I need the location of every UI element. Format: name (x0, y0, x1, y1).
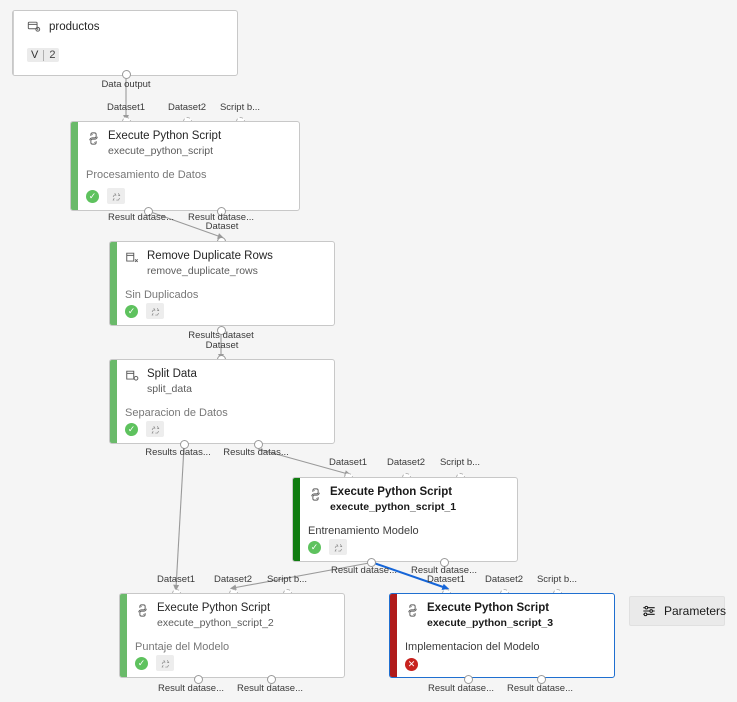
port-eps3-out-result2[interactable] (536, 674, 546, 684)
node-comment: Entrenamiento Modelo (308, 524, 419, 537)
dataset-node-accent (13, 11, 17, 75)
node-accent-bar (71, 122, 78, 210)
module-node-execute-python-script-2[interactable]: Execute Python Script execute_python_scr… (119, 593, 345, 678)
port-label-eps2-out-result1: Result datase... (157, 683, 225, 694)
node-subtitle: remove_duplicate_rows (147, 264, 258, 277)
port-label-eps2-dataset1: Dataset1 (156, 574, 196, 585)
recycle-icon (156, 655, 174, 671)
node-title: Split Data (147, 368, 197, 380)
module-node-split-data[interactable]: Split Data split_data Separacion de Dato… (109, 359, 335, 444)
status-error-icon: ✕ (405, 658, 418, 671)
port-label-eps3-scriptbundle: Script b... (536, 574, 578, 585)
node-comment: Procesamiento de Datos (86, 168, 207, 181)
port-label-eps-out-result2: Result datase... (187, 212, 255, 223)
edge-split-to-script2 (173, 446, 185, 592)
python-icon (135, 603, 150, 618)
parameters-button-label: Parameters (664, 604, 727, 618)
node-subtitle: execute_python_script_3 (427, 616, 554, 629)
port-productos-data-output[interactable] (121, 69, 131, 79)
port-label-eps1-dataset2: Dataset2 (386, 457, 426, 468)
port-label-eps-dataset2: Dataset2 (167, 102, 207, 113)
recycle-icon (329, 539, 347, 555)
status-ok-icon: ✓ (125, 304, 138, 318)
python-icon (86, 131, 101, 146)
node-title: Execute Python Script (108, 130, 222, 142)
port-eps-out-result1[interactable] (143, 206, 153, 216)
port-label-split-out-results2: Results datas... (223, 447, 289, 458)
sliders-icon (642, 604, 656, 618)
dataset-version-label: V (31, 49, 39, 61)
status-ok-icon: ✓ (125, 422, 138, 436)
port-eps1-out-result1[interactable] (366, 557, 376, 567)
recycle-icon (146, 421, 164, 437)
port-label-eps2-dataset2: Dataset2 (213, 574, 253, 585)
python-icon (405, 603, 420, 618)
port-label-eps1-dataset1: Dataset1 (328, 457, 368, 468)
node-comment: Sin Duplicados (125, 288, 199, 301)
node-accent-bar (110, 242, 117, 325)
port-rdr-out-results[interactable] (216, 325, 226, 335)
port-label-eps2-out-result2: Result datase... (236, 683, 304, 694)
port-label-eps1-out-result1: Result datase... (330, 565, 398, 576)
node-accent-bar (293, 478, 300, 561)
port-eps3-out-result1[interactable] (463, 674, 473, 684)
port-label-eps-dataset1: Dataset1 (106, 102, 146, 113)
remove-duplicate-rows-icon (125, 251, 140, 266)
parameters-button[interactable]: Parameters (629, 596, 727, 626)
node-subtitle: execute_python_script_1 (330, 500, 457, 513)
status-ok-icon: ✓ (135, 656, 148, 670)
version-separator (43, 49, 45, 61)
port-label-split-out-results1: Results datas... (145, 447, 211, 458)
port-eps2-out-result2[interactable] (266, 674, 276, 684)
node-subtitle: execute_python_script (108, 144, 214, 157)
module-node-execute-python-script-3[interactable]: Execute Python Script execute_python_scr… (389, 593, 615, 678)
port-label-rdr-dataset: Dataset (205, 221, 239, 232)
port-label-eps3-out-result1: Result datase... (427, 683, 495, 694)
status-ok-icon: ✓ (308, 540, 321, 554)
node-title: Remove Duplicate Rows (147, 250, 273, 262)
port-split-out-results2[interactable] (253, 439, 263, 449)
module-node-execute-python-script-1[interactable]: Execute Python Script execute_python_scr… (292, 477, 518, 562)
node-accent-bar (120, 594, 127, 677)
port-label-eps-scriptbundle: Script b... (219, 102, 261, 113)
recycle-icon (146, 303, 164, 319)
port-label-eps1-out-result2: Result datase... (410, 565, 478, 576)
port-label-eps3-dataset2: Dataset2 (484, 574, 524, 585)
dataset-version-value: 2 (49, 49, 56, 61)
node-accent-bar (110, 360, 117, 443)
node-title: Execute Python Script (330, 486, 453, 498)
recycle-icon (107, 188, 125, 204)
python-icon (308, 487, 323, 502)
dataset-version-chip: V 2 (27, 48, 60, 62)
node-subtitle: execute_python_script_2 (157, 616, 274, 629)
port-eps-out-result2[interactable] (216, 206, 226, 216)
port-label-eps3-out-result2: Result datase... (506, 683, 574, 694)
split-data-icon (125, 369, 140, 384)
node-accent-bar (390, 594, 397, 677)
port-eps2-out-result1[interactable] (193, 674, 203, 684)
port-label-data-output: Data output (101, 79, 151, 90)
port-label-split-dataset: Dataset (205, 340, 239, 351)
node-comment: Implementacion del Modelo (405, 640, 540, 653)
port-label-eps1-scriptbundle: Script b... (439, 457, 481, 468)
port-label-eps2-scriptbundle: Script b... (266, 574, 308, 585)
module-node-execute-python-script[interactable]: Execute Python Script execute_python_scr… (70, 121, 300, 211)
node-comment: Separacion de Datos (125, 406, 228, 419)
port-split-out-results1[interactable] (179, 439, 189, 449)
port-label-eps3-dataset1: Dataset1 (426, 574, 466, 585)
port-eps1-out-result2[interactable] (439, 557, 449, 567)
node-subtitle: split_data (147, 382, 192, 395)
port-label-rdr-out-results: Results dataset (188, 330, 254, 341)
dataset-node-productos[interactable]: productos V 2 (12, 10, 238, 76)
node-title: Execute Python Script (157, 602, 271, 614)
node-title: Execute Python Script (427, 602, 550, 614)
module-node-remove-duplicate-rows[interactable]: Remove Duplicate Rows remove_duplicate_r… (109, 241, 335, 326)
port-label-eps-out-result1: Result datase... (107, 212, 175, 223)
status-ok-icon: ✓ (86, 189, 99, 203)
dataset-icon (27, 20, 41, 34)
dataset-node-title: productos (49, 21, 100, 33)
node-comment: Puntaje del Modelo (135, 640, 230, 653)
